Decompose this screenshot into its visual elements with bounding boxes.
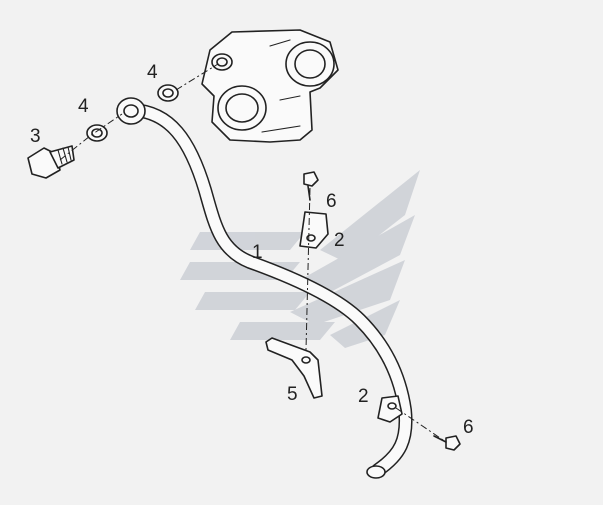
- washer-inner: [86, 124, 108, 142]
- banjo-bolt: [27, 145, 75, 179]
- callout-bracket-lower: 2: [358, 386, 369, 407]
- callout-banjo-bolt: 3: [30, 126, 41, 147]
- washer-outer: [157, 84, 179, 102]
- callout-pipe: 1: [252, 242, 263, 263]
- bracket-upper: [299, 211, 329, 249]
- clamp-plate: [265, 337, 323, 399]
- assembly-lines: [59, 63, 447, 443]
- housing: [201, 29, 339, 143]
- callout-bolt-upper: 6: [326, 191, 337, 212]
- callout-washer-outer: 4: [147, 62, 158, 83]
- callout-bracket-upper: 2: [334, 230, 345, 251]
- pipe: [116, 97, 413, 479]
- bracket-lower: [377, 395, 403, 423]
- callout-clamp-plate: 5: [287, 384, 298, 405]
- callout-bolt-lower: 6: [463, 417, 474, 438]
- bolt-upper: [303, 171, 319, 201]
- bolt-lower: [433, 435, 461, 451]
- callouts: 1 2 2 3 4 4 5 6 6: [30, 62, 474, 438]
- callout-washer-inner: 4: [78, 96, 89, 117]
- watermark-logo: [180, 170, 420, 348]
